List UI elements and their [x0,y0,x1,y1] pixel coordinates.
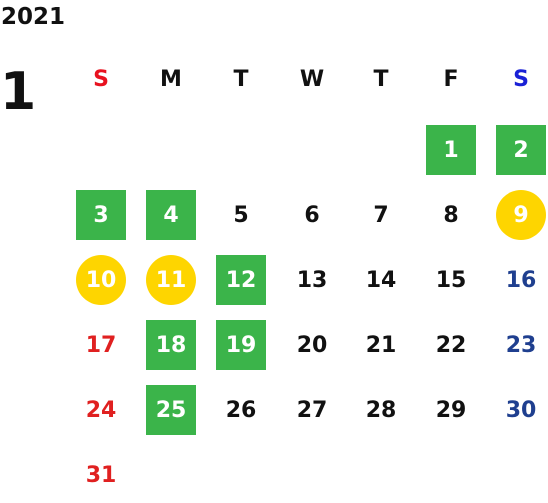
calendar-day-23: 23 [505,332,537,358]
calendar-day-19: 19 [216,320,266,370]
weekday-header-sat: S [513,67,529,92]
calendar-day-1: 1 [426,125,476,175]
weekday-header-tue: T [233,67,249,92]
calendar-day-29: 29 [435,397,467,423]
calendar-day-3: 3 [76,190,126,240]
weekday-header-thu: T [373,67,389,92]
calendar-day-27: 27 [296,397,328,423]
calendar-day-28: 28 [365,397,397,423]
calendar-day-5: 5 [233,202,249,228]
calendar-day-31: 31 [85,462,117,488]
calendar-day-15: 15 [435,267,467,293]
calendar-day-24: 24 [85,397,117,423]
calendar-day-21: 21 [365,332,397,358]
weekday-header-fri: F [443,67,459,92]
calendar-day-8: 8 [443,202,459,228]
calendar-day-18: 18 [146,320,196,370]
calendar-day-7: 7 [373,202,389,228]
weekday-header-sun: S [93,67,109,92]
calendar-day-2: 2 [496,125,546,175]
weekday-header-mon: M [160,67,182,92]
calendar-day-10: 10 [76,255,126,305]
calendar-day-20: 20 [296,332,328,358]
weekday-header-wed: W [299,67,325,92]
calendar-day-14: 14 [365,267,397,293]
calendar-day-17: 17 [85,332,117,358]
calendar-day-30: 30 [505,397,537,423]
calendar-day-6: 6 [304,202,320,228]
calendar-day-26: 26 [225,397,257,423]
month-number: 1 [0,62,37,122]
calendar-day-25: 25 [146,385,196,435]
calendar-day-11: 11 [146,255,196,305]
calendar-day-16: 16 [505,267,537,293]
calendar-day-9: 9 [496,190,546,240]
calendar-day-12: 12 [216,255,266,305]
year-label: 2021 [1,4,66,30]
calendar-day-4: 4 [146,190,196,240]
calendar-day-13: 13 [296,267,328,293]
calendar-day-22: 22 [435,332,467,358]
